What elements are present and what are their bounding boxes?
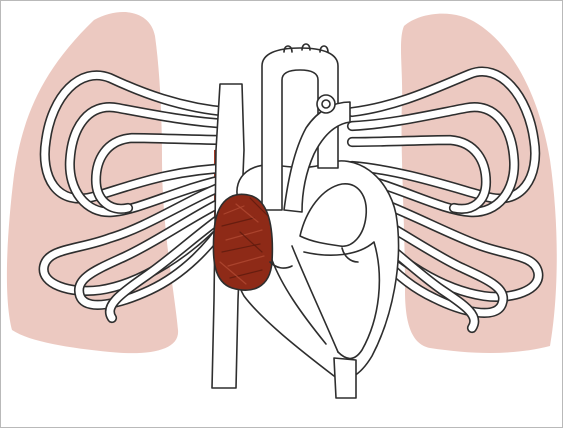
right-atrium	[213, 194, 272, 290]
pulmonary-valve-inner	[322, 100, 330, 108]
descending-aorta	[334, 358, 356, 398]
